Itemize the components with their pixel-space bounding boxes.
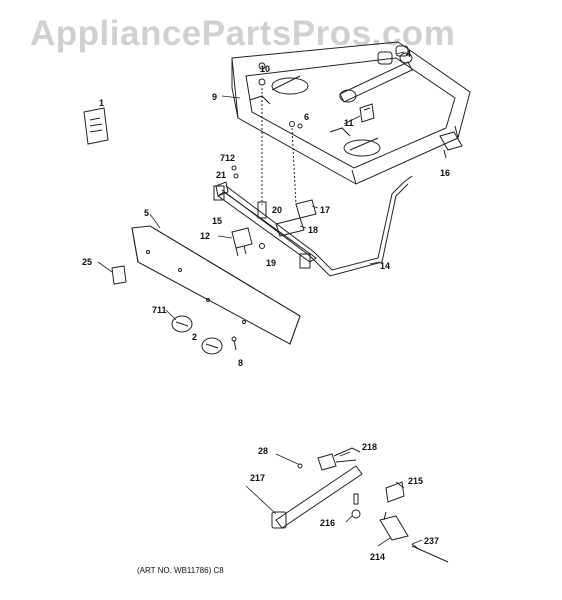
valve-15-12 xyxy=(231,227,253,257)
valve-20 xyxy=(257,201,267,219)
callout-19: 19 xyxy=(266,258,277,268)
clip-25 xyxy=(111,265,127,285)
lower-tube-217 xyxy=(271,465,363,529)
manifold-bar xyxy=(213,185,317,269)
knob-2 xyxy=(201,337,223,355)
manual-book xyxy=(83,107,109,145)
screw-10 xyxy=(258,78,266,86)
callout-14: 14 xyxy=(380,261,391,271)
callout-28: 28 xyxy=(258,446,269,456)
art-number: (ART NO. WB11786) C8 xyxy=(137,566,224,575)
callout-16: 16 xyxy=(440,168,451,178)
callout-2: 2 xyxy=(192,332,198,342)
callout-20: 20 xyxy=(272,205,283,215)
callout-10: 10 xyxy=(260,64,271,74)
callout-711: 711 xyxy=(152,305,167,315)
callout-12: 12 xyxy=(200,231,211,241)
callout-8: 8 xyxy=(238,358,244,368)
knob-711 xyxy=(171,315,193,333)
callout-9: 9 xyxy=(212,92,218,102)
bracket-712-21 xyxy=(215,165,239,197)
control-panel xyxy=(131,225,301,345)
callout-217: 217 xyxy=(250,473,266,483)
callout-215: 215 xyxy=(408,476,424,486)
callout-25: 25 xyxy=(82,257,93,267)
callout-216: 216 xyxy=(320,518,336,528)
callout-18: 18 xyxy=(308,225,319,235)
callout-712: 712 xyxy=(220,153,236,163)
assembly-leaders xyxy=(261,88,297,206)
watermark-text: AppliancePartsPros.com xyxy=(30,14,456,53)
callout-214: 214 xyxy=(370,552,386,562)
manifold-pipe xyxy=(221,175,413,277)
bracket-11 xyxy=(359,103,375,123)
screw-8 xyxy=(231,336,237,351)
callout-6: 6 xyxy=(304,112,310,122)
valve-17 xyxy=(295,199,317,219)
callout-218: 218 xyxy=(362,442,378,452)
screw-6 xyxy=(289,121,295,127)
valve-18 xyxy=(275,217,305,237)
burner-valves xyxy=(339,45,413,103)
burner-box-frame xyxy=(231,41,471,185)
burner-214 xyxy=(379,511,409,541)
callout-4: 4 xyxy=(406,49,412,59)
screw-19 xyxy=(259,243,265,249)
callout-21: 21 xyxy=(216,170,227,180)
wrench-237 xyxy=(411,543,449,563)
callout-1: 1 xyxy=(99,98,105,108)
callout-237: 237 xyxy=(424,536,440,546)
bracket-215 xyxy=(385,481,405,503)
callout-15: 15 xyxy=(212,216,223,226)
callout-leaders xyxy=(97,51,423,547)
callout-11: 11 xyxy=(344,118,354,128)
wire-218 xyxy=(317,447,361,471)
electrode-16 xyxy=(439,131,463,159)
screw-28 xyxy=(297,463,303,469)
callout-17: 17 xyxy=(320,205,331,215)
callout-5: 5 xyxy=(144,208,150,218)
washer-216 xyxy=(351,493,361,519)
